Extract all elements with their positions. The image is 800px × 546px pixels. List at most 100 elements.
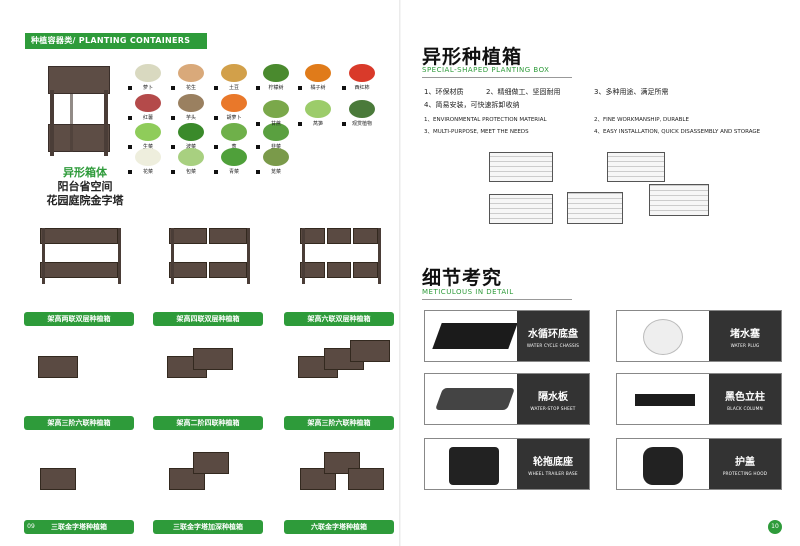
vegetable-label: 苋菜 [270, 169, 281, 175]
vegetable-photo [221, 64, 247, 82]
vegetable-item: 橘子树 [298, 64, 338, 100]
bullet-square-icon [298, 86, 302, 90]
product-card: 六联金字塔种植箱 [284, 430, 394, 534]
product-caption: 架高二阶四联种植箱 [153, 416, 263, 430]
vegetable-photo [305, 64, 331, 82]
special-box-subtitle: SPECIAL-SHAPED PLANTING BOX [422, 66, 550, 74]
page-number-right: 10 [768, 520, 782, 534]
vegetable-label: 土豆 [228, 85, 239, 91]
bullet-square-icon [214, 116, 218, 120]
detail-image [623, 378, 711, 422]
vegetable-photo [263, 64, 289, 82]
bullet-square-icon [256, 170, 260, 174]
vegetable-photo [178, 64, 204, 82]
vegetable-item: 萝卜 [128, 64, 168, 100]
detail-label-zh: 堵水塞 [730, 329, 760, 340]
product-card: 架高三阶六联种植箱 [24, 326, 134, 430]
product-caption: 三联金字塔种植箱 [24, 520, 134, 534]
product-image [292, 326, 390, 396]
detail-label-zh: 水循环底盘 [528, 329, 578, 340]
vegetable-label: 花生 [185, 85, 196, 91]
detail-title: 细节考究 [422, 267, 503, 289]
bullet-square-icon [171, 170, 175, 174]
vegetable-photo [349, 64, 375, 82]
vegetable-label: 红薯 [142, 115, 153, 121]
vegetable-photo [349, 100, 375, 118]
vegetable-label: 波菜 [185, 143, 196, 150]
vegetable-label: 柠檬树 [268, 85, 284, 91]
product-card: 架高六联双层种植箱 [284, 222, 394, 326]
page-number-left: 09 [24, 520, 38, 534]
title-underline [422, 77, 572, 78]
detail-label-en: WHEEL TRAILER BASE [528, 471, 578, 476]
hero-title-block: 异形箱体 阳台省空间 花园庭院金字塔 [30, 164, 140, 208]
detail-label-zh: 黑色立柱 [725, 392, 765, 403]
product-image [161, 222, 255, 292]
detail-label-en: WATER PLUG [730, 343, 760, 348]
product-caption: 架高三阶六联种植箱 [24, 416, 134, 430]
detail-label-en: WATER-STOP SHEET [530, 406, 576, 411]
bullet-square-icon [128, 86, 132, 90]
bullet-square-icon [298, 122, 302, 126]
vegetable-label: 西红柿 [354, 85, 370, 91]
vegetable-item: 葱 [214, 122, 254, 159]
vegetable-item: 西红柿 [342, 64, 382, 100]
feature-zh-1: 1、环保材质 [424, 88, 464, 96]
product-image [32, 430, 126, 500]
product-card: 三联金字塔种植箱 [24, 430, 134, 534]
vegetable-label: 甘蔗 [270, 121, 281, 127]
feature-zh-4: 4、简易安装，可快速拆卸收纳 [424, 101, 520, 109]
vegetable-label: 葱 [231, 143, 237, 150]
product-image [32, 222, 126, 292]
detail-image [431, 443, 519, 487]
detail-underline [422, 299, 572, 300]
vegetable-label: 芋头 [185, 115, 196, 121]
page-fold [399, 0, 401, 546]
bullet-square-icon [171, 86, 175, 90]
product-card: 架高三阶六联种植箱 [284, 326, 394, 430]
feature-en-4: 4、EASY INSTALLATION, QUICK DISASSEMBLY A… [594, 129, 761, 135]
vegetable-photo [221, 148, 247, 166]
vegetable-photo [135, 64, 161, 82]
feature-zh-2: 2、精细做工、坚固耐用 [486, 88, 561, 96]
detail-image [623, 315, 711, 359]
product-card: 架高四联双层种植箱 [153, 222, 263, 326]
bullet-square-icon [128, 144, 132, 149]
product-card: 架高两联双层种植箱 [24, 222, 134, 326]
vegetable-label: 生菜 [142, 143, 153, 150]
vegetable-item: 韭菜 [256, 122, 296, 159]
detail-image [431, 315, 519, 359]
hero-planter-image [42, 66, 116, 158]
vegetable-photo [305, 100, 331, 118]
vegetable-item: 柠檬树 [256, 64, 296, 100]
vegetable-item: 苋菜 [256, 148, 296, 184]
vegetable-photo [178, 148, 204, 166]
product-caption: 架高六联双层种植箱 [284, 312, 394, 326]
product-card: 架高二阶四联种植箱 [153, 326, 263, 430]
vegetable-photo [178, 122, 204, 141]
product-caption: 架高两联双层种植箱 [24, 312, 134, 326]
vegetable-item: 莴笋 [298, 100, 338, 136]
vegetable-item: 甘蔗 [256, 100, 296, 136]
detail-image [623, 443, 711, 487]
detail-label-zh: 护盖 [735, 457, 755, 468]
vegetable-item: 芋头 [171, 94, 211, 130]
vegetable-photo [135, 94, 161, 112]
vegetable-item: 包菜 [171, 148, 211, 184]
bullet-square-icon [214, 170, 218, 174]
vegetable-item: 胡萝卜 [214, 94, 254, 130]
vegetable-item: 红薯 [128, 94, 168, 130]
vegetable-photo [263, 148, 289, 166]
product-caption: 架高四联双层种植箱 [153, 312, 263, 326]
product-caption: 六联金字塔种植箱 [284, 520, 394, 534]
vegetable-photo [135, 122, 161, 141]
detail-subtitle: METICULOUS IN DETAIL [422, 288, 514, 296]
vegetable-label: 胡萝卜 [226, 115, 242, 121]
